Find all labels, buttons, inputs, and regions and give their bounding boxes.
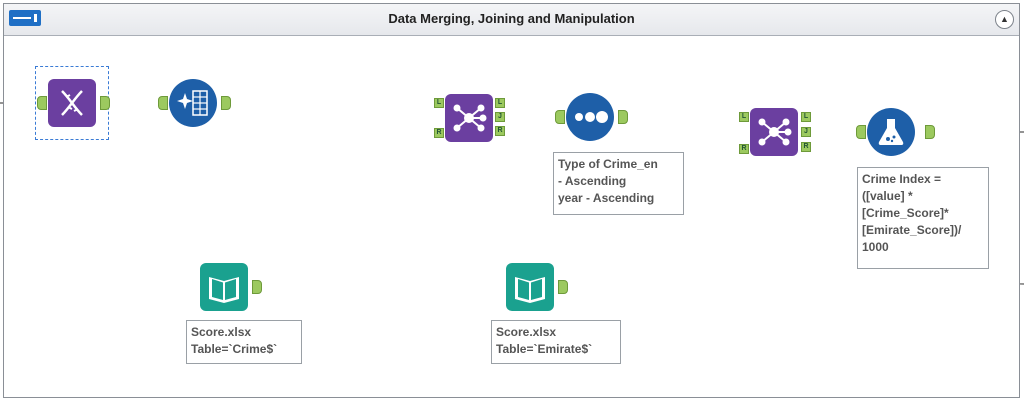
sort-tool[interactable] — [566, 93, 614, 141]
join-output-right[interactable]: R — [801, 142, 811, 152]
formula-tool[interactable] — [867, 108, 915, 156]
input-anchor[interactable] — [37, 96, 47, 110]
container-title: Data Merging, Joining and Manipulation — [388, 11, 635, 26]
join-tool-2[interactable] — [750, 108, 798, 156]
dots-icon — [566, 93, 614, 141]
input-data-tool-2[interactable] — [506, 263, 554, 311]
container-header[interactable]: Data Merging, Joining and Manipulation ▲ — [4, 4, 1019, 36]
book-icon — [506, 263, 554, 311]
input-anchor[interactable] — [158, 96, 168, 110]
auto-field-tool[interactable] — [169, 79, 217, 127]
join-output-join[interactable]: J — [495, 112, 505, 122]
output-anchor[interactable] — [558, 280, 568, 294]
input-anchor[interactable] — [856, 125, 866, 139]
chevron-up-icon: ▲ — [1000, 14, 1009, 24]
output-anchor[interactable] — [618, 110, 628, 124]
join-output-join[interactable]: J — [801, 127, 811, 137]
sort-annotation: Type of Crime_en - Ascending year - Asce… — [553, 152, 684, 215]
collapse-button[interactable]: ▲ — [995, 10, 1014, 29]
input2-annotation: Score.xlsx Table=`Emirate$` — [491, 320, 621, 364]
magic-table-icon — [169, 79, 217, 127]
join-left-anchor[interactable]: L — [434, 98, 444, 108]
join-output-left[interactable]: L — [801, 112, 811, 122]
join-output-left[interactable]: L — [495, 98, 505, 108]
book-icon — [200, 263, 248, 311]
output-anchor[interactable] — [221, 96, 231, 110]
join-right-anchor[interactable]: R — [739, 144, 749, 154]
input-data-tool-1[interactable] — [200, 263, 248, 311]
join-output-right[interactable]: R — [495, 126, 505, 136]
output-anchor[interactable] — [100, 96, 110, 110]
join-icon — [445, 94, 493, 142]
formula-annotation: Crime Index = ([value] * [Crime_Score]* … — [857, 167, 989, 269]
dna-icon — [48, 79, 96, 127]
dynamic-input-tool[interactable] — [48, 79, 96, 127]
container-icon — [9, 10, 41, 26]
output-anchor[interactable] — [925, 125, 935, 139]
join-right-anchor[interactable]: R — [434, 128, 444, 138]
flask-icon — [867, 108, 915, 156]
join-tool-1[interactable] — [445, 94, 493, 142]
join-left-anchor[interactable]: L — [739, 112, 749, 122]
output-anchor[interactable] — [252, 280, 262, 294]
input1-annotation: Score.xlsx Table=`Crime$` — [186, 320, 302, 364]
input-anchor[interactable] — [555, 110, 565, 124]
join-icon — [750, 108, 798, 156]
